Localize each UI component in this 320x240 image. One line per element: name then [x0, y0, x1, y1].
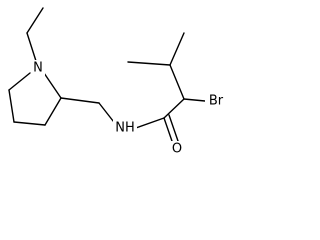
bond-ring-n-c2: [43, 72, 62, 99]
bond-carbonyl-oxygen-a: [163, 117, 174, 145]
bond-ethyl-ch2-n: [26, 32, 37, 62]
bond-ch-methyl-top: [169, 32, 185, 66]
bond-ethyl-ch3-ch2: [26, 7, 44, 34]
ring-nitrogen-label: N: [33, 61, 43, 76]
bond-ring-c3-c4: [13, 121, 46, 126]
bond-ring-c5-n: [8, 72, 31, 91]
carbonyl-oxygen-label: O: [172, 142, 182, 157]
atom-carbonyl-oxygen: O: [170, 141, 184, 157]
bond-carbonyl-alpha: [163, 98, 185, 119]
bond-ch-methyl-left: [127, 61, 171, 66]
amide-nitrogen-label: NH: [115, 121, 135, 136]
molecule-structure: N NH Br O: [8, 7, 227, 157]
bond-nh-carbonyl: [132, 117, 165, 130]
atom-ring-nitrogen: N: [31, 60, 45, 76]
bond-ring-c4-c5: [8, 89, 15, 123]
bond-alpha-br: [183, 98, 206, 102]
bond-c2-ch2: [60, 97, 100, 104]
bond-ring-c2-c3: [44, 97, 62, 126]
atom-amide-nitrogen: NH: [113, 120, 137, 136]
bond-carbonyl-oxygen-b: [168, 114, 179, 142]
atom-bromine: Br: [205, 93, 227, 109]
bond-alpha-ch: [169, 64, 185, 100]
bromine-label: Br: [209, 94, 224, 109]
